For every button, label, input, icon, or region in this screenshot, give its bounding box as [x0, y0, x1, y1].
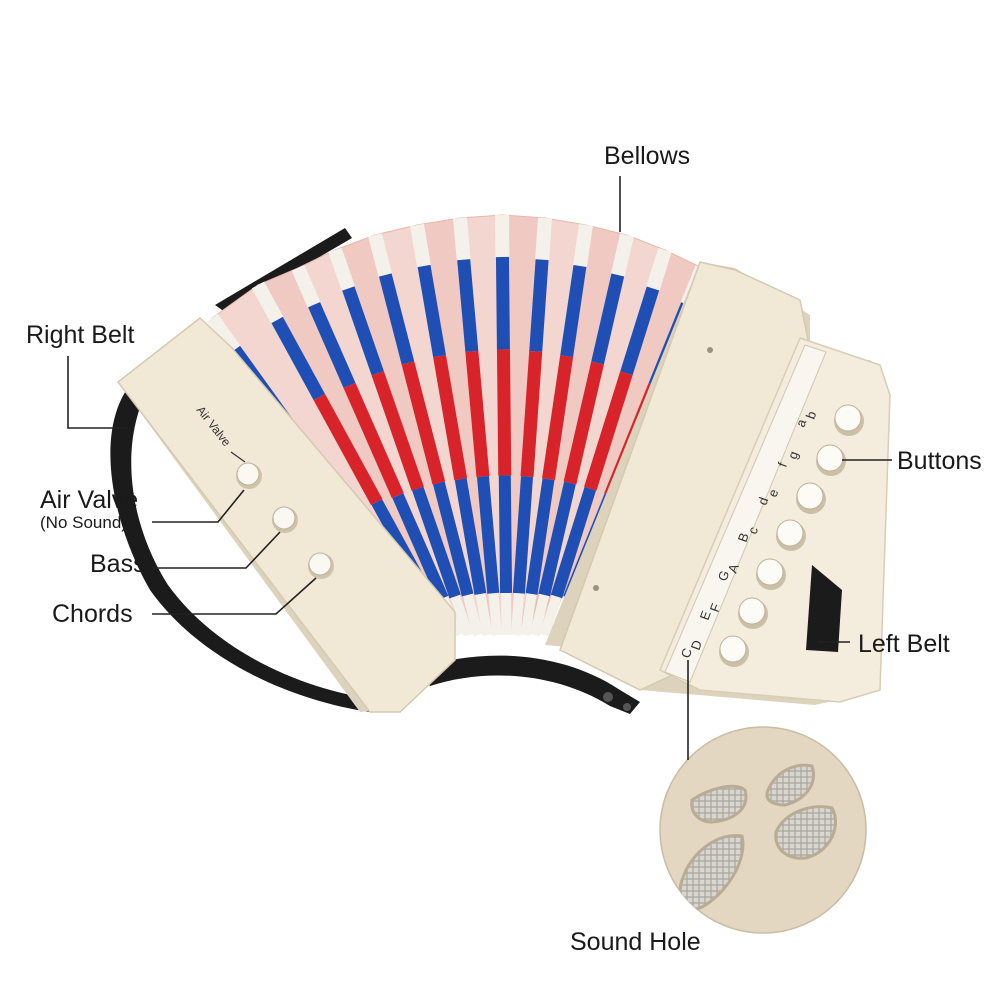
bellows-fold-blue: [457, 259, 479, 353]
bellows-fold-tip: [368, 233, 393, 277]
buttons-label: Buttons: [897, 447, 982, 475]
bellows-fold-tip: [410, 223, 431, 268]
bellows-fold-blue: [417, 264, 446, 358]
treble-key-button[interactable]: [816, 444, 846, 476]
bellows-fold-blue: [392, 493, 449, 601]
treble-key-button[interactable]: [834, 404, 864, 436]
bellows-fold-blue: [412, 486, 461, 599]
bass-label: Bass: [90, 550, 146, 578]
bellows-fold-blue: [620, 286, 660, 376]
bellows-fold-red: [371, 371, 424, 491]
bellows-fold-base: [511, 592, 524, 636]
sound-hole-inset: [659, 726, 867, 934]
sound-hole-opening: [765, 763, 815, 807]
bellows-fold-tip: [610, 233, 634, 277]
treble-key-button[interactable]: [796, 482, 826, 514]
bellows-fold-blue: [529, 259, 549, 352]
treble-key-button[interactable]: [738, 597, 768, 629]
bellows-fold-tip: [573, 223, 593, 268]
sound-hole-label: Sound Hole: [570, 928, 701, 956]
panel-screw: [707, 347, 713, 353]
bellows-fold-blue: [525, 478, 555, 595]
strap-rivet: [603, 692, 613, 702]
bellows-fold-red: [433, 355, 468, 481]
chords-label: Chords: [52, 600, 133, 628]
bellows-fold-base: [462, 593, 483, 637]
bellows-fold-red: [401, 361, 446, 485]
chords-leader: [152, 577, 317, 615]
bellows-fold-blue: [454, 478, 487, 596]
bellows-fold-tip: [453, 217, 471, 261]
chords-button[interactable]: [308, 552, 334, 579]
bellows-fold-tip: [206, 313, 241, 354]
keyboard-rail: [664, 344, 827, 683]
bellows-fold-red: [563, 361, 604, 485]
bottom-strap: [420, 655, 640, 714]
air-valve-leader: [152, 489, 245, 523]
bellows-fold-blue: [379, 273, 415, 365]
bellows-fold-red: [542, 355, 574, 481]
sound-hole-opening: [774, 805, 838, 860]
treble-key-label: d: [755, 495, 772, 507]
treble-key-button[interactable]: [776, 519, 806, 551]
bellows-fold-blue: [495, 256, 510, 350]
leader-lines: [67, 176, 892, 760]
treble-key-label: c: [745, 524, 761, 536]
bellows-fold-base: [488, 592, 502, 636]
bellows-fold-base: [539, 595, 562, 637]
bellows-fold-tip: [328, 247, 355, 291]
bellows-fold-blue: [271, 316, 325, 401]
bellows-fold-blue: [476, 476, 500, 594]
left-belt-strap: [806, 565, 842, 652]
bellows-fold-blue: [550, 486, 597, 599]
bellows-fold-red: [496, 349, 512, 476]
bellows-fold-red: [520, 350, 543, 477]
treble-key-label: g: [785, 449, 802, 461]
bellows-fold-blue: [591, 273, 625, 365]
bellows-fold-red: [465, 350, 490, 478]
bellows-fold-blue: [308, 302, 356, 389]
left-belt-label: Left Belt: [858, 630, 950, 658]
bellows-fold-tip: [251, 281, 284, 324]
bass-leader: [152, 531, 281, 569]
treble-key-label: G: [715, 568, 733, 583]
treble-key-label: f: [775, 460, 790, 469]
air-valve-label: Air Valve: [40, 486, 139, 514]
panel-screw: [593, 585, 599, 591]
air-valve-button[interactable]: [236, 462, 262, 489]
strap-rivet: [623, 703, 631, 711]
treble-key-button[interactable]: [756, 558, 786, 590]
bellows-fold-blue: [512, 476, 534, 594]
right-belt-leader: [67, 356, 128, 429]
air-valve-note: (No Sound): [40, 513, 127, 532]
bellows-label: Bellows: [604, 142, 691, 170]
bellows-fold-base: [475, 593, 493, 636]
bellows-fold-blue: [498, 475, 513, 594]
bellows-fold-red: [584, 371, 633, 491]
bellows-fold-tip: [646, 247, 672, 291]
bellows-fold-base: [450, 594, 474, 637]
bellows-fold-blue: [342, 286, 384, 376]
air-valve-tick: [230, 451, 246, 463]
bellows-fold-base: [520, 593, 537, 636]
bellows-fold-tip: [535, 217, 552, 261]
bass-button[interactable]: [272, 506, 298, 533]
bellows-fold-blue: [538, 481, 576, 597]
bellows-fold-blue: [560, 265, 587, 358]
treble-key-label: e: [765, 487, 782, 499]
right-belt-label: Right Belt: [26, 321, 135, 349]
bellows-fold-red: [313, 393, 383, 506]
sound-hole-opening: [690, 784, 748, 824]
bellows-fold-blue: [433, 481, 474, 597]
bellows-fold-red: [343, 382, 404, 499]
treble-key-button[interactable]: [719, 635, 749, 667]
bellows-fold-base: [530, 593, 550, 637]
bellows-fold-tip: [291, 265, 321, 308]
treble-key-label: b: [803, 409, 820, 421]
